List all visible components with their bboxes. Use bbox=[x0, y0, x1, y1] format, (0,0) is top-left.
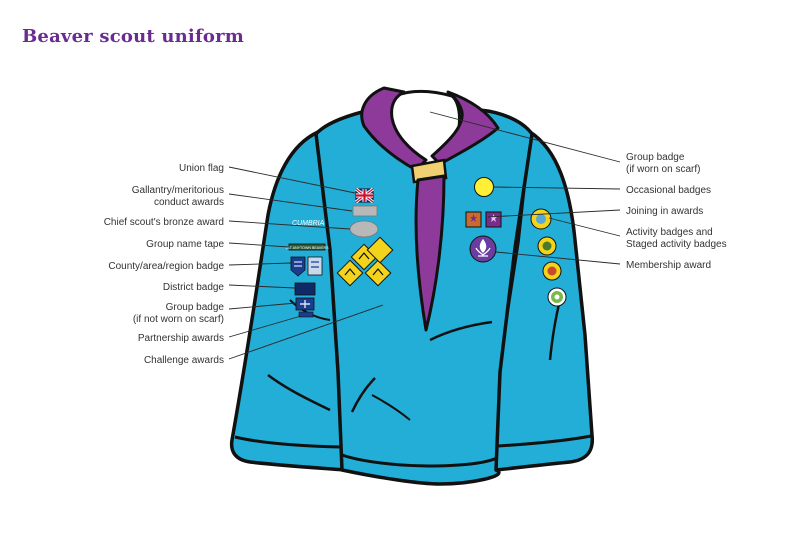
union-flag-badge bbox=[355, 187, 374, 204]
label-group-name-tape: Group name tape bbox=[146, 239, 224, 250]
label-activity-badges-line2: Staged activity badges bbox=[626, 239, 727, 250]
leader-lines bbox=[228, 111, 621, 360]
area-badge bbox=[307, 256, 323, 276]
label-group-badge-line1: Group badge bbox=[166, 302, 225, 313]
joining-in-award-badge bbox=[485, 211, 502, 228]
group-badge-sleeve bbox=[295, 297, 315, 311]
label-chief-scout-award: Chief scout's bronze award bbox=[104, 217, 224, 228]
right-labels: Group badge (if worn on scarf) Occasiona… bbox=[626, 152, 727, 271]
fold-line bbox=[429, 320, 493, 342]
partnership-award-badge bbox=[298, 311, 314, 318]
label-partnership-awards: Partnership awards bbox=[138, 333, 224, 344]
right-cuff bbox=[497, 434, 592, 448]
challenge-award-badge bbox=[336, 259, 364, 287]
district-badge bbox=[294, 282, 316, 296]
right-sleeve bbox=[494, 130, 595, 472]
label-group-badge-scarf-line1: Group badge bbox=[626, 152, 685, 163]
label-joining-in-awards: Joining in awards bbox=[626, 206, 703, 217]
name-tape-text: 1ST ANYTOWN BEAVERS bbox=[285, 246, 329, 250]
left-cuff bbox=[234, 435, 341, 449]
scarf bbox=[360, 86, 500, 332]
label-county-badge: County/area/region badge bbox=[108, 261, 224, 272]
page-title: Beaver scout uniform bbox=[22, 26, 245, 47]
fold-line bbox=[267, 374, 331, 412]
activity-badge bbox=[542, 261, 562, 281]
activity-badge bbox=[537, 236, 557, 256]
left-labels: Union flag Gallantry/meritorious conduct… bbox=[104, 163, 225, 366]
activity-badge bbox=[530, 208, 552, 230]
label-group-badge-scarf-line2: (if worn on scarf) bbox=[626, 164, 700, 175]
gallantry-award-badge bbox=[352, 205, 378, 217]
county-badge bbox=[290, 256, 306, 277]
joining-in-award-badge bbox=[465, 211, 482, 228]
label-union-flag: Union flag bbox=[179, 163, 224, 174]
scarf-tail bbox=[414, 174, 446, 332]
label-district-badge: District badge bbox=[163, 282, 225, 293]
label-gallantry-line1: Gallantry/meritorious bbox=[132, 185, 224, 196]
fold-line bbox=[350, 377, 376, 413]
staged-activity-badge bbox=[547, 287, 567, 307]
left-sleeve bbox=[229, 130, 347, 472]
label-gallantry-line2: conduct awards bbox=[154, 197, 224, 208]
challenge-award-badge bbox=[364, 259, 392, 287]
group-name-tape: 1ST ANYTOWN BEAVERS bbox=[285, 243, 329, 251]
occasional-badge bbox=[474, 177, 494, 197]
county-logo-text: CUMBRIA bbox=[292, 220, 325, 227]
challenge-award-badge bbox=[366, 236, 394, 264]
label-occasional-badges: Occasional badges bbox=[626, 185, 711, 196]
label-group-badge-line2: (if not worn on scarf) bbox=[133, 314, 224, 325]
label-membership-award: Membership award bbox=[626, 260, 711, 271]
membership-award-badge bbox=[469, 235, 497, 263]
label-challenge-awards: Challenge awards bbox=[144, 355, 224, 366]
label-activity-badges-line1: Activity badges and bbox=[626, 227, 713, 238]
chief-scout-bronze-award-badge bbox=[349, 220, 379, 238]
fold-line bbox=[371, 394, 411, 421]
hem-band bbox=[341, 453, 498, 468]
